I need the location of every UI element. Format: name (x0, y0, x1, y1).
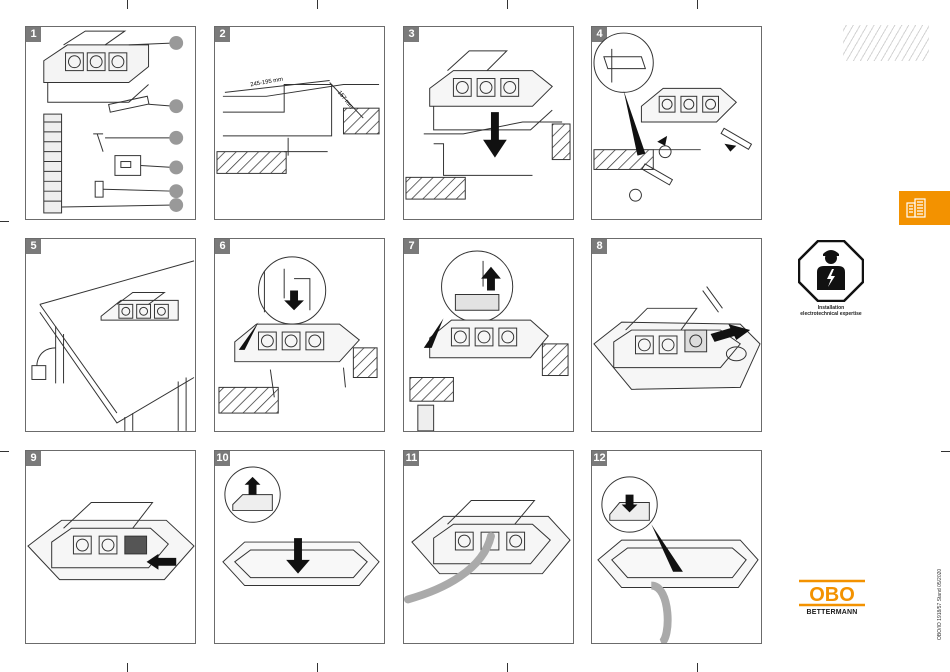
cable-routing-illustration (404, 239, 573, 431)
step-panel-1: 1 (25, 26, 196, 220)
step-panel-11: 11 (403, 450, 574, 644)
electrician-warning-icon (798, 240, 864, 302)
closed-lid-cable-illustration (592, 451, 761, 643)
crop-mark (697, 0, 698, 9)
step-panel-8: 8 (591, 238, 762, 432)
step-panel-2: 2 245-195 mm 157 mm (214, 26, 385, 220)
expertise-line2: electrotechnical expertise (790, 311, 872, 317)
building-icon (905, 197, 927, 219)
crop-mark (0, 451, 9, 452)
insert-box-illustration (404, 27, 573, 219)
insert-module-illustration (26, 451, 195, 643)
plug-cable-illustration (404, 451, 573, 643)
step-panel-5: 5 (25, 238, 196, 432)
crop-mark (507, 0, 508, 9)
crop-mark (127, 663, 128, 672)
remove-socket-illustration (592, 239, 761, 431)
step-panel-9: 9 (25, 450, 196, 644)
close-lid-illustration (215, 451, 384, 643)
fix-clamps-illustration (592, 27, 761, 219)
installed-table-illustration (26, 239, 195, 431)
brand-name: BETTERMANN (797, 609, 867, 616)
decorative-hatch (843, 25, 929, 61)
category-tab (899, 191, 950, 225)
crop-mark (317, 663, 318, 672)
expertise-caption: Installation electrotechnical expertise (790, 305, 872, 317)
depth-dimension: 157 mm (336, 90, 354, 111)
step-panel-10: 10 (214, 450, 385, 644)
crop-mark (507, 663, 508, 672)
parts-illustration (26, 27, 195, 219)
step-panel-7: 7 (403, 238, 574, 432)
step-panel-3: 3 (403, 26, 574, 220)
crop-mark (697, 663, 698, 672)
crop-mark (941, 451, 950, 452)
crop-mark (317, 0, 318, 9)
step-panel-12: 12 (591, 450, 762, 644)
cutout-dimension-illustration: 245-195 mm 157 mm (215, 27, 384, 219)
step-panel-6: 6 (214, 238, 385, 432)
detail-clip-illustration (215, 239, 384, 431)
document-id: OBO/IO 1918/57 Stand 05/2020 (937, 569, 943, 640)
crop-mark (0, 221, 9, 222)
brand-logo-text: OBO (809, 584, 855, 606)
brand-logo: OBO (797, 578, 867, 608)
step-panel-4: 4 (591, 26, 762, 220)
crop-mark (127, 0, 128, 9)
